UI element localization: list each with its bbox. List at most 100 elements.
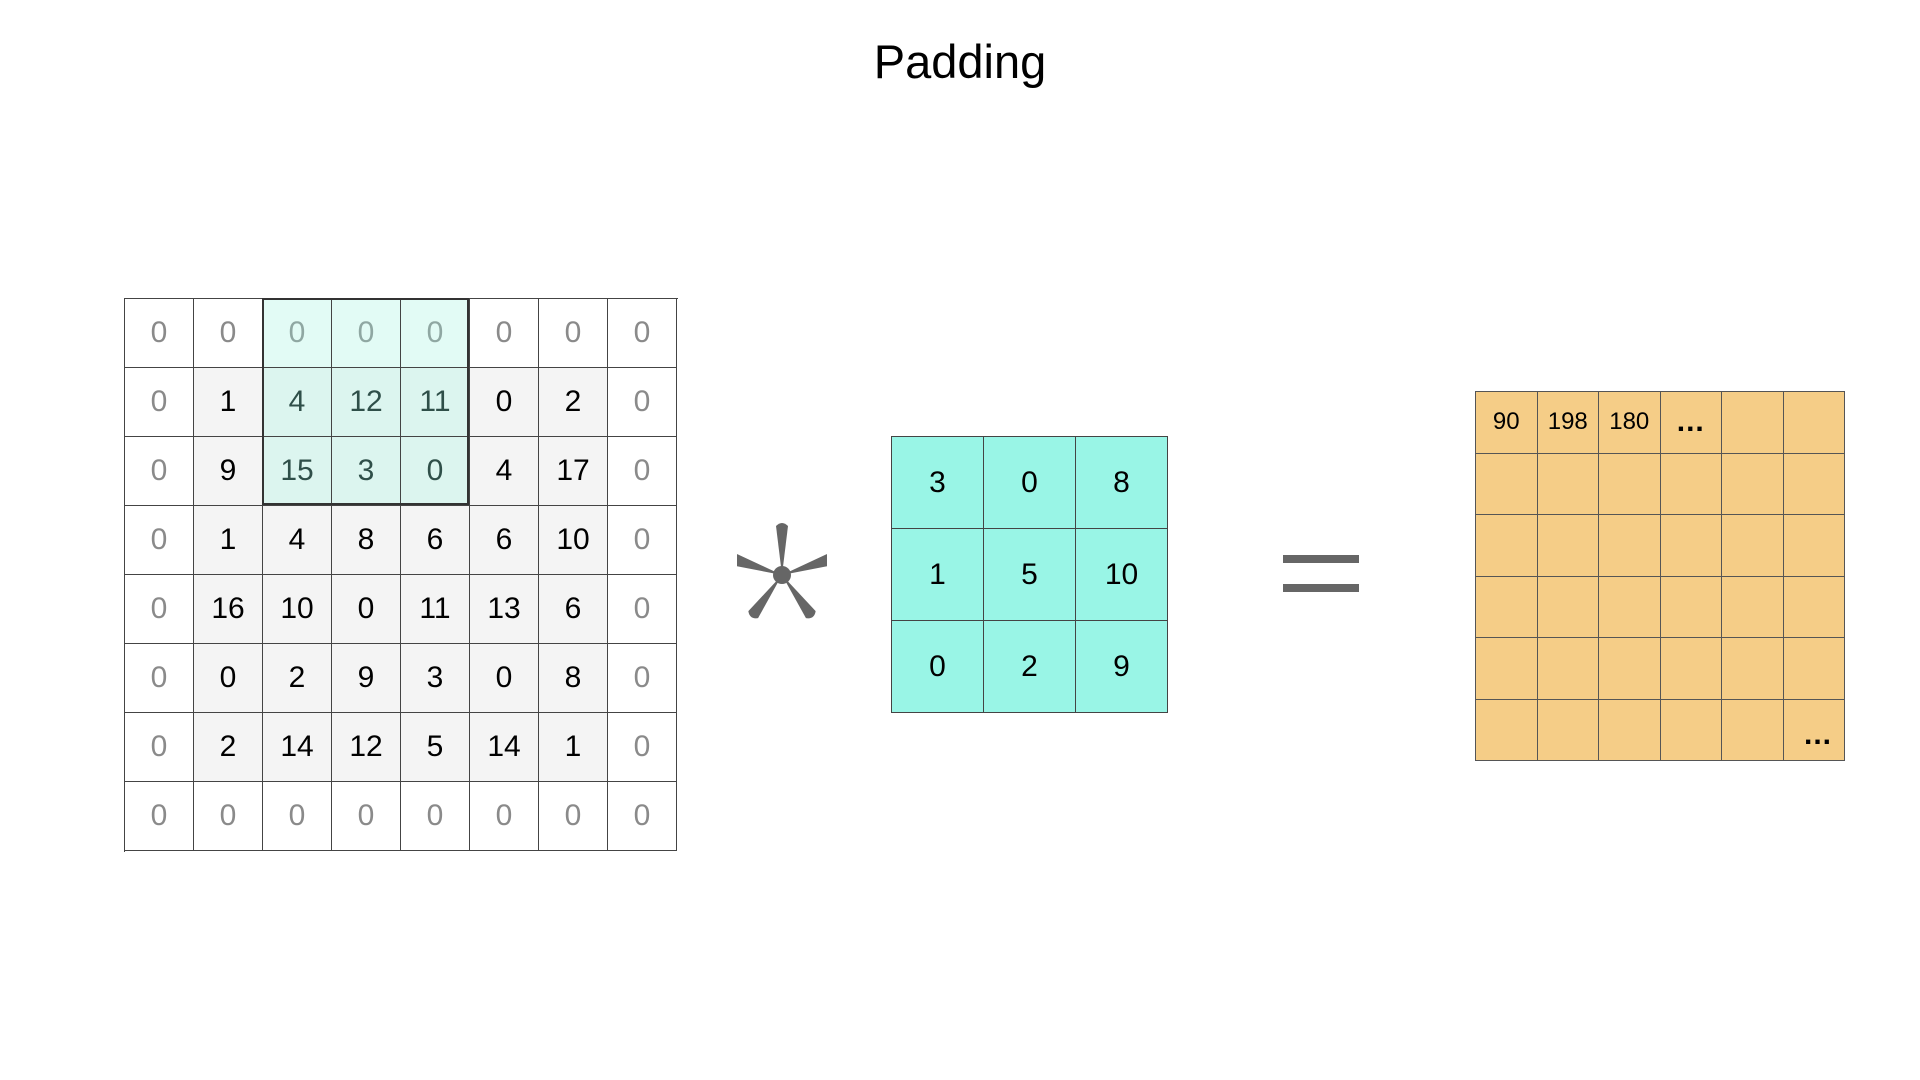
output-cell — [1783, 638, 1845, 700]
input-cell: 11 — [401, 368, 470, 437]
input-cell: 0 — [470, 368, 539, 437]
padding-cell: 0 — [263, 782, 332, 851]
input-cell: 3 — [332, 437, 401, 506]
input-cell: 4 — [470, 437, 539, 506]
input-cell: 11 — [401, 575, 470, 644]
input-cell: 2 — [194, 713, 263, 782]
padding-cell: 0 — [125, 506, 194, 575]
input-cell: 1 — [194, 368, 263, 437]
kernel-cell: 1 — [892, 529, 984, 621]
input-cell: 14 — [263, 713, 332, 782]
output-cell — [1660, 576, 1722, 638]
equals-bar-bottom — [1283, 584, 1359, 592]
output-cell: 198 — [1537, 392, 1599, 454]
input-cell: 6 — [539, 575, 608, 644]
output-cell — [1476, 453, 1538, 515]
input-cell: 1 — [194, 506, 263, 575]
padding-cell: 0 — [608, 575, 677, 644]
output-cell — [1783, 515, 1845, 577]
output-cell — [1660, 515, 1722, 577]
input-cell: 9 — [332, 644, 401, 713]
input-cell: 0 — [401, 437, 470, 506]
padding-cell: 0 — [608, 506, 677, 575]
input-cell: 1 — [539, 713, 608, 782]
output-cell — [1783, 576, 1845, 638]
equals-bar-top — [1283, 555, 1359, 563]
output-cell — [1476, 576, 1538, 638]
output-cell — [1537, 638, 1599, 700]
input-cell: 16 — [194, 575, 263, 644]
padding-cell: 0 — [125, 437, 194, 506]
padding-cell: 0 — [401, 299, 470, 368]
input-cell: 10 — [263, 575, 332, 644]
convolution-operator-icon — [737, 523, 827, 619]
page-title: Padding — [873, 35, 1047, 88]
output-cell — [1722, 515, 1784, 577]
output-cell — [1722, 638, 1784, 700]
output-cell — [1537, 699, 1599, 761]
output-cell — [1476, 638, 1538, 700]
output-cell — [1476, 515, 1538, 577]
padding-cell: 0 — [263, 299, 332, 368]
output-cell — [1660, 699, 1722, 761]
output-cell — [1476, 699, 1538, 761]
input-cell: 4 — [263, 506, 332, 575]
input-cell: 17 — [539, 437, 608, 506]
padding-cell: 0 — [125, 713, 194, 782]
input-cell: 14 — [470, 713, 539, 782]
input-cell: 10 — [539, 506, 608, 575]
output-cell — [1537, 576, 1599, 638]
padding-cell: 0 — [608, 299, 677, 368]
kernel-cell: 0 — [892, 621, 984, 713]
kernel-cell: 5 — [984, 529, 1076, 621]
output-cell — [1783, 392, 1845, 454]
padding-cell: 0 — [539, 299, 608, 368]
input-cell: 12 — [332, 713, 401, 782]
input-cell: 6 — [470, 506, 539, 575]
output-cell — [1660, 453, 1722, 515]
input-cell: 13 — [470, 575, 539, 644]
output-cell — [1783, 453, 1845, 515]
padding-cell: 0 — [125, 575, 194, 644]
padding-cell: 0 — [470, 299, 539, 368]
input-cell: 4 — [263, 368, 332, 437]
output-cell: 90 — [1476, 392, 1538, 454]
padding-cell: 0 — [608, 782, 677, 851]
output-cell — [1599, 515, 1661, 577]
padding-cell: 0 — [332, 782, 401, 851]
kernel-cell: 0 — [984, 437, 1076, 529]
padding-cell: 0 — [608, 644, 677, 713]
input-cell: 3 — [401, 644, 470, 713]
padding-cell: 0 — [470, 782, 539, 851]
input-cell: 0 — [332, 575, 401, 644]
output-cell — [1722, 699, 1784, 761]
padding-cell: 0 — [608, 368, 677, 437]
input-cell: 8 — [539, 644, 608, 713]
kernel-cell: 10 — [1076, 529, 1168, 621]
output-cell: ... — [1783, 699, 1845, 761]
padding-cell: 0 — [194, 782, 263, 851]
input-cell: 8 — [332, 506, 401, 575]
input-cell: 15 — [263, 437, 332, 506]
padding-cell: 0 — [125, 368, 194, 437]
padding-cell: 0 — [539, 782, 608, 851]
output-cell — [1599, 699, 1661, 761]
kernel-cell: 8 — [1076, 437, 1168, 529]
padding-cell: 0 — [401, 782, 470, 851]
input-cell: 12 — [332, 368, 401, 437]
output-cell — [1537, 453, 1599, 515]
input-cell: 0 — [470, 644, 539, 713]
padding-cell: 0 — [194, 299, 263, 368]
kernel-cell: 3 — [892, 437, 984, 529]
input-cell: 5 — [401, 713, 470, 782]
equals-operator-icon — [1283, 555, 1359, 593]
padding-cell: 0 — [332, 299, 401, 368]
output-cell — [1660, 638, 1722, 700]
output-cell — [1722, 453, 1784, 515]
input-cell: 6 — [401, 506, 470, 575]
output-cell: 180 — [1599, 392, 1661, 454]
